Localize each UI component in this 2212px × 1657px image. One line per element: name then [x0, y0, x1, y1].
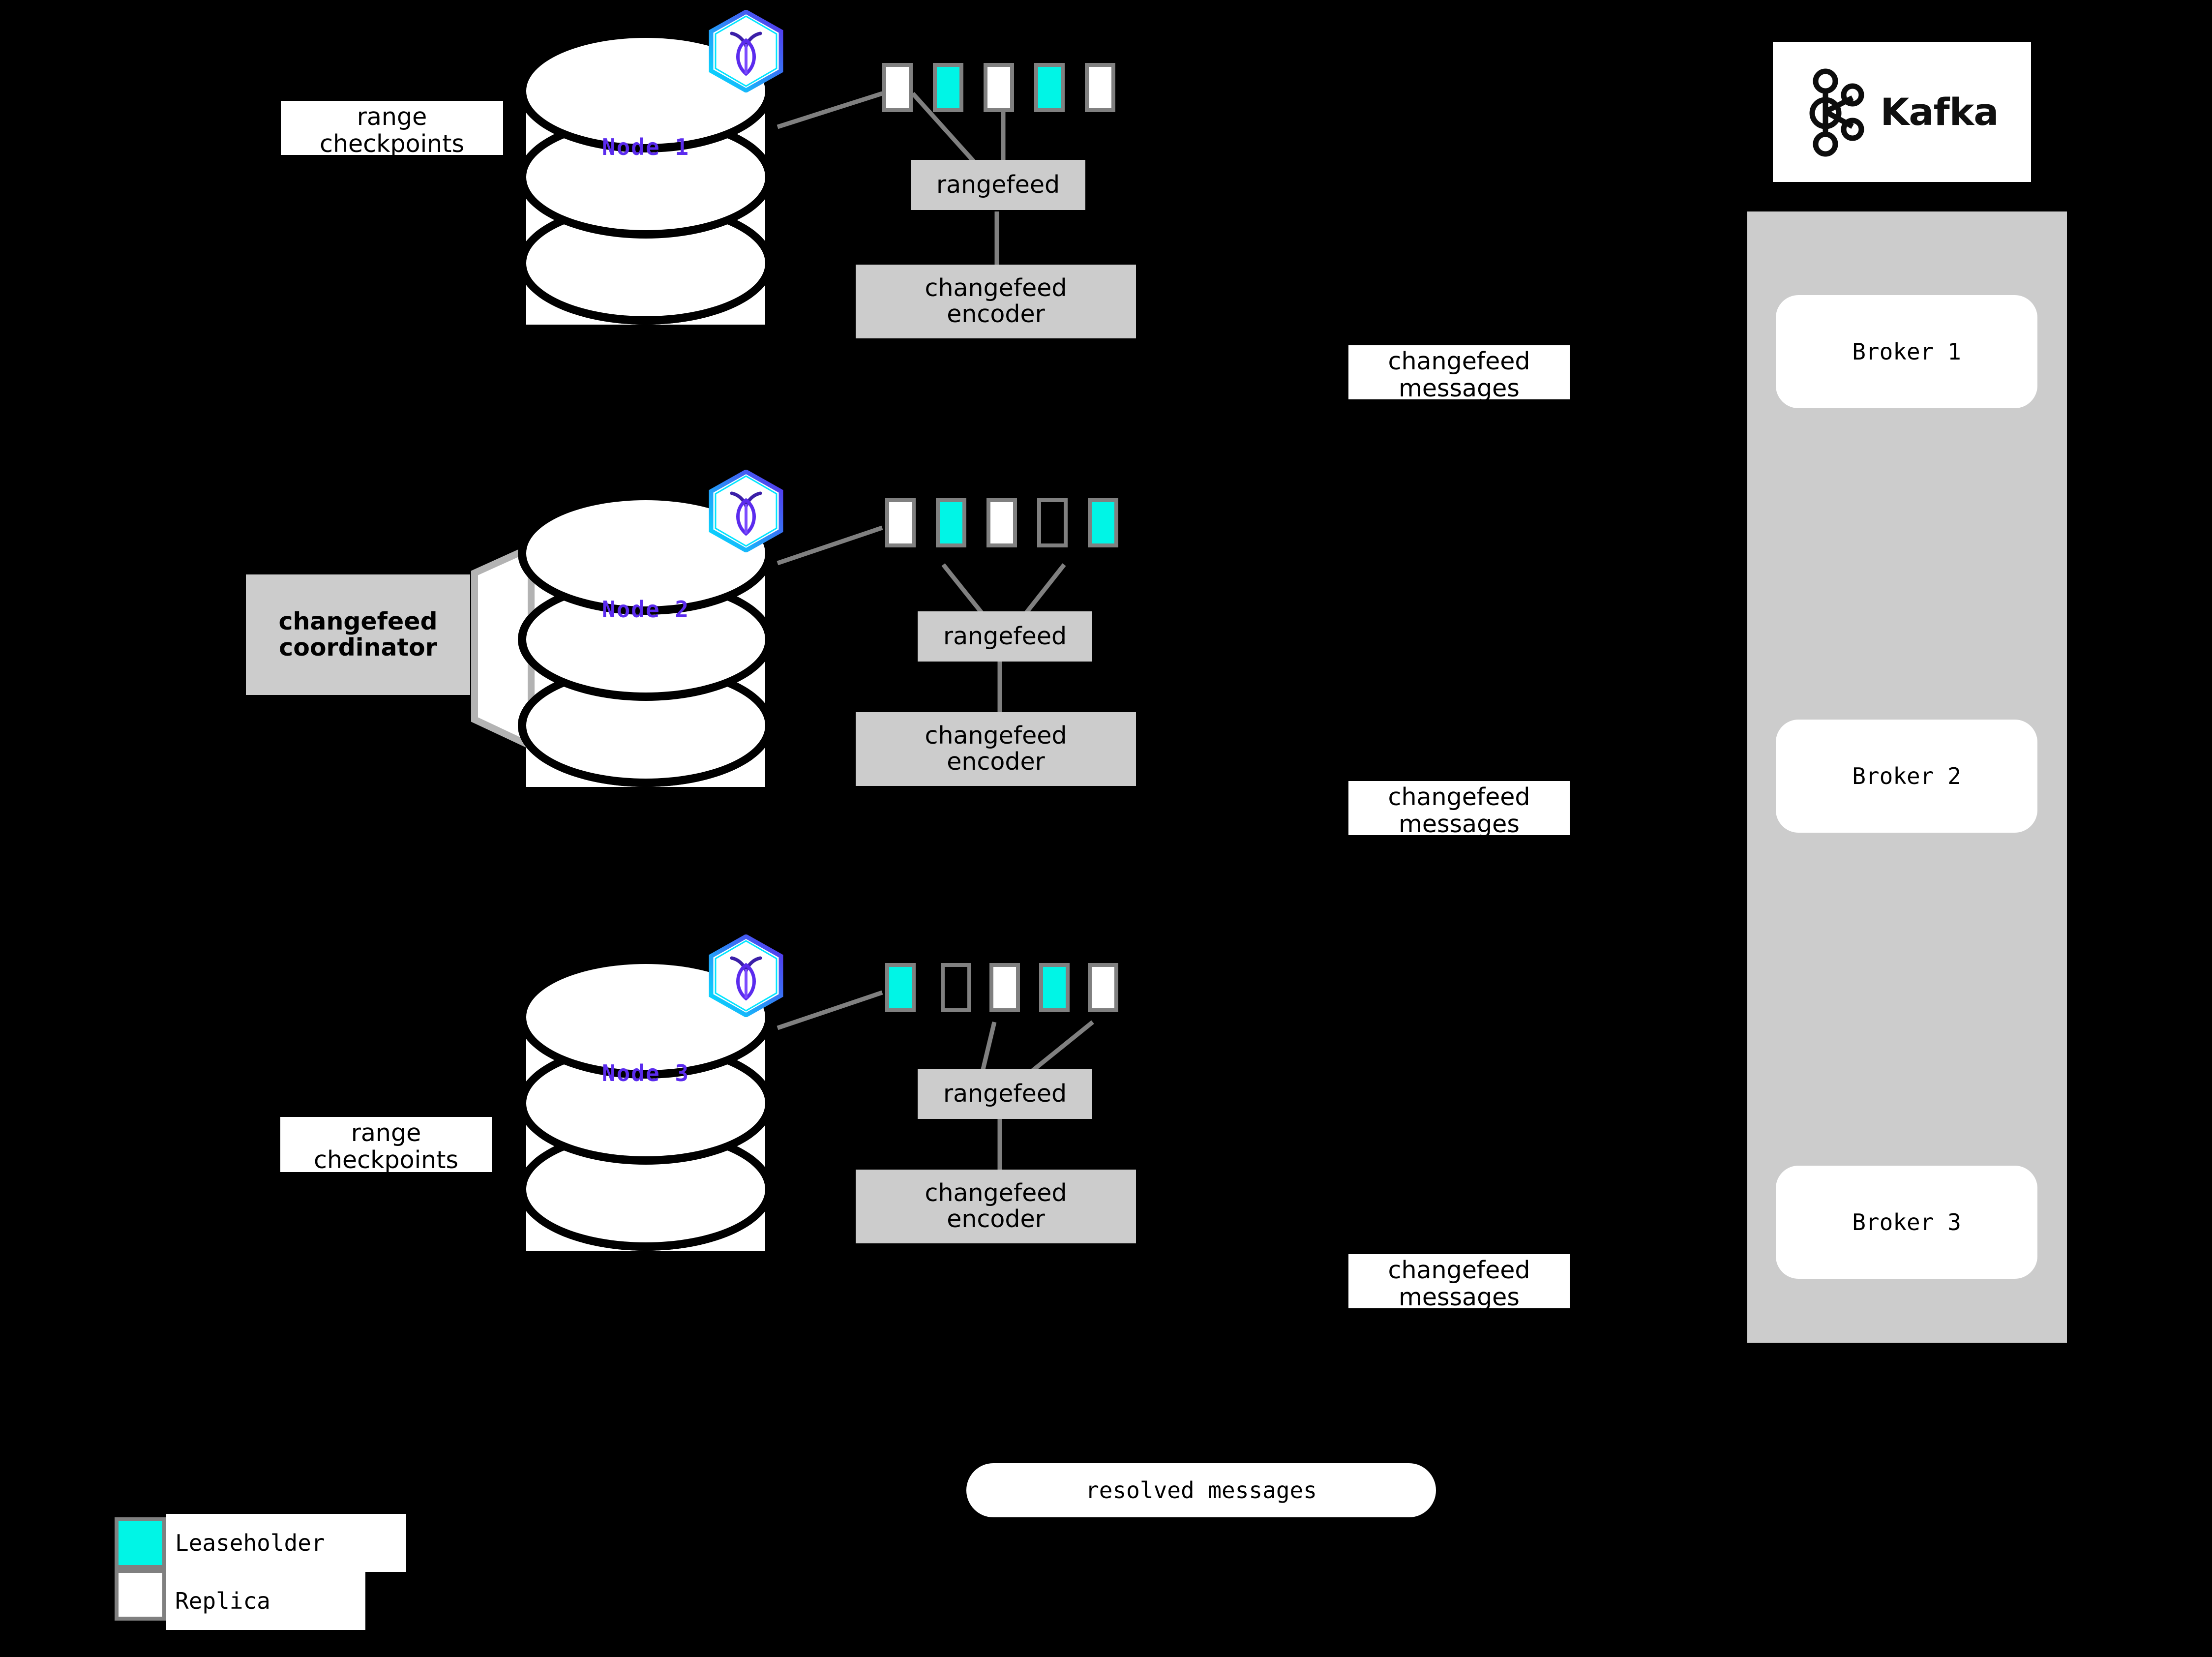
range-box[interactable] [885, 498, 916, 547]
range-box[interactable] [1085, 63, 1115, 112]
changefeed-messages-label-2: changefeed messages [1348, 781, 1570, 838]
range-box[interactable] [1088, 498, 1118, 547]
node-label: Node 1 [601, 134, 690, 160]
kafka-logo-box: Kafka [1773, 42, 2031, 182]
changefeed-messages-text: changefeed messages [1388, 347, 1530, 402]
changefeed-messages-label-3: changefeed messages [1348, 1254, 1570, 1311]
changefeed-encoder-box-3[interactable]: changefeed encoder [856, 1170, 1136, 1243]
range-checkpoints-label-3: range checkpoints [280, 1117, 492, 1174]
changefeed-messages-text: changefeed messages [1388, 1256, 1530, 1311]
range-checkpoints-label-1: range checkpoints [281, 101, 503, 158]
range-box[interactable] [1088, 963, 1118, 1012]
kafka-wordmark: Kafka [1880, 90, 1999, 134]
changefeed-coordinator-box[interactable]: changefeed coordinator [246, 574, 470, 695]
cockroachdb-hex-icon [708, 469, 784, 553]
legend-swatch-leaseholder [115, 1517, 166, 1569]
changefeed-encoder-box-1[interactable]: changefeed encoder [856, 265, 1136, 338]
node-label: Node 2 [601, 596, 690, 623]
range-box[interactable] [936, 498, 966, 547]
range-box[interactable] [1034, 63, 1065, 112]
range-box[interactable] [1037, 498, 1068, 547]
legend-swatch-replica [115, 1569, 166, 1621]
node-cylinder-2: Node 2 [518, 492, 774, 787]
range-box[interactable] [882, 63, 913, 112]
changefeed-messages-text: changefeed messages [1388, 783, 1530, 838]
rangefeed-box-1[interactable]: rangefeed [911, 160, 1085, 210]
range-box[interactable] [984, 63, 1014, 112]
node-label: Node 3 [601, 1060, 690, 1086]
kafka-logo-icon [1809, 68, 1864, 157]
legend-label-replica: Replica [166, 1572, 365, 1630]
legend-label-leaseholder: Leaseholder [166, 1514, 406, 1572]
range-box[interactable] [933, 63, 963, 112]
range-checkpoints-text: range checkpoints [314, 1119, 458, 1174]
broker-2[interactable]: Broker 2 [1776, 720, 2037, 833]
changefeed-messages-label-1: changefeed messages [1348, 345, 1570, 402]
range-box[interactable] [1039, 963, 1070, 1012]
range-box[interactable] [989, 963, 1020, 1012]
cockroachdb-hex-icon [708, 9, 784, 93]
broker-1[interactable]: Broker 1 [1776, 295, 2037, 408]
resolved-messages-pill[interactable]: resolved messages [966, 1463, 1436, 1517]
node-cylinder-1: Node 1 [518, 30, 774, 325]
incoming-arrowhead-icon [2062, 318, 2095, 344]
broker-3[interactable]: Broker 3 [1776, 1166, 2037, 1279]
changefeed-encoder-box-2[interactable]: changefeed encoder [856, 712, 1136, 786]
cockroachdb-hex-icon [708, 934, 784, 1018]
range-box[interactable] [941, 963, 971, 1012]
range-box[interactable] [986, 498, 1017, 547]
range-checkpoints-text: range checkpoints [320, 103, 464, 158]
node-cylinder-3: Node 3 [518, 956, 774, 1251]
range-box[interactable] [885, 963, 916, 1012]
rangefeed-box-2[interactable]: rangefeed [918, 611, 1092, 662]
rangefeed-box-3[interactable]: rangefeed [918, 1069, 1092, 1119]
